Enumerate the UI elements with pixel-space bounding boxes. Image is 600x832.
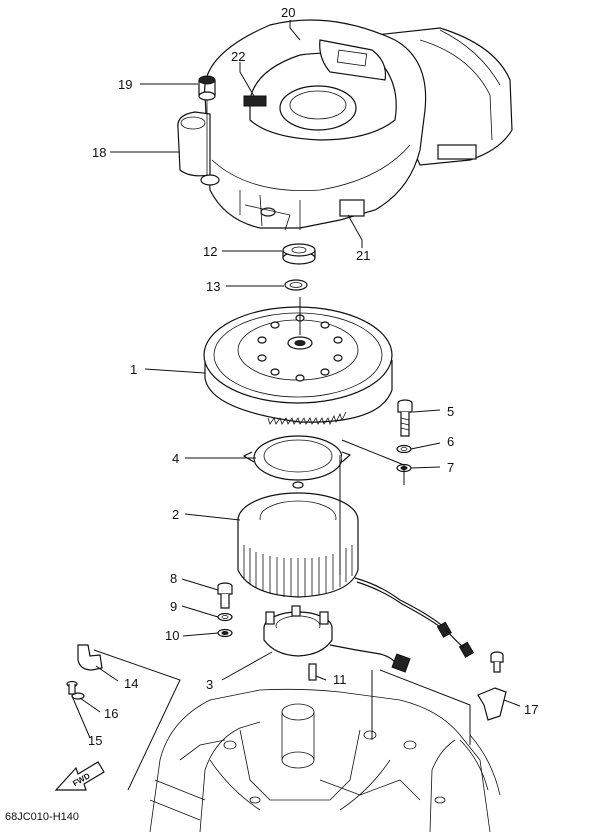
forward-arrow-icon: FWD — [54, 761, 105, 791]
callout-16: 16 — [104, 706, 118, 721]
callout-17: 17 — [524, 702, 538, 717]
callout-13: 13 — [206, 279, 220, 294]
callout-19: 19 — [118, 77, 132, 92]
callout-7: 7 — [447, 460, 454, 475]
drawing-code: 68JC010-H140 — [5, 811, 79, 823]
callout-6: 6 — [447, 434, 454, 449]
callout-18: 18 — [92, 145, 106, 160]
dowel-pin — [308, 663, 317, 681]
flywheel-cover — [177, 19, 513, 231]
callout-21: 21 — [356, 248, 370, 263]
leader-lines — [71, 20, 521, 791]
flywheel-washer — [284, 279, 308, 291]
clamp-14 — [77, 644, 103, 671]
flywheel-magneto — [203, 306, 393, 426]
washer-6 — [396, 444, 412, 454]
bolt-8 — [217, 582, 233, 609]
flywheel-nut — [282, 243, 316, 265]
engine-block — [149, 688, 501, 832]
bolt-5 — [397, 399, 413, 437]
washer-10 — [217, 628, 233, 638]
callout-10: 10 — [165, 628, 179, 643]
callout-4: 4 — [172, 451, 179, 466]
callout-labels: 20 19 22 18 21 12 13 1 5 6 7 4 2 8 9 10 … — [88, 5, 538, 748]
stator-coil — [237, 492, 475, 658]
callout-3: 3 — [206, 677, 213, 692]
callout-15: 15 — [88, 733, 102, 748]
callout-2: 2 — [172, 507, 179, 522]
callout-9: 9 — [170, 599, 177, 614]
callout-14: 14 — [124, 676, 138, 691]
stator-base-ring — [242, 435, 352, 489]
washer-9 — [217, 612, 233, 622]
callout-1: 1 — [130, 362, 137, 377]
bracket-17 — [477, 687, 507, 721]
callout-5: 5 — [447, 404, 454, 419]
pulser-coil — [263, 605, 411, 673]
bolt-17 — [490, 651, 504, 673]
screw-15 — [66, 680, 78, 695]
grommet — [198, 75, 216, 175]
callout-22: 22 — [231, 49, 245, 64]
callout-12: 12 — [203, 244, 217, 259]
callout-8: 8 — [170, 571, 177, 586]
callout-20: 20 — [281, 5, 295, 20]
callout-11: 11 — [333, 672, 347, 687]
